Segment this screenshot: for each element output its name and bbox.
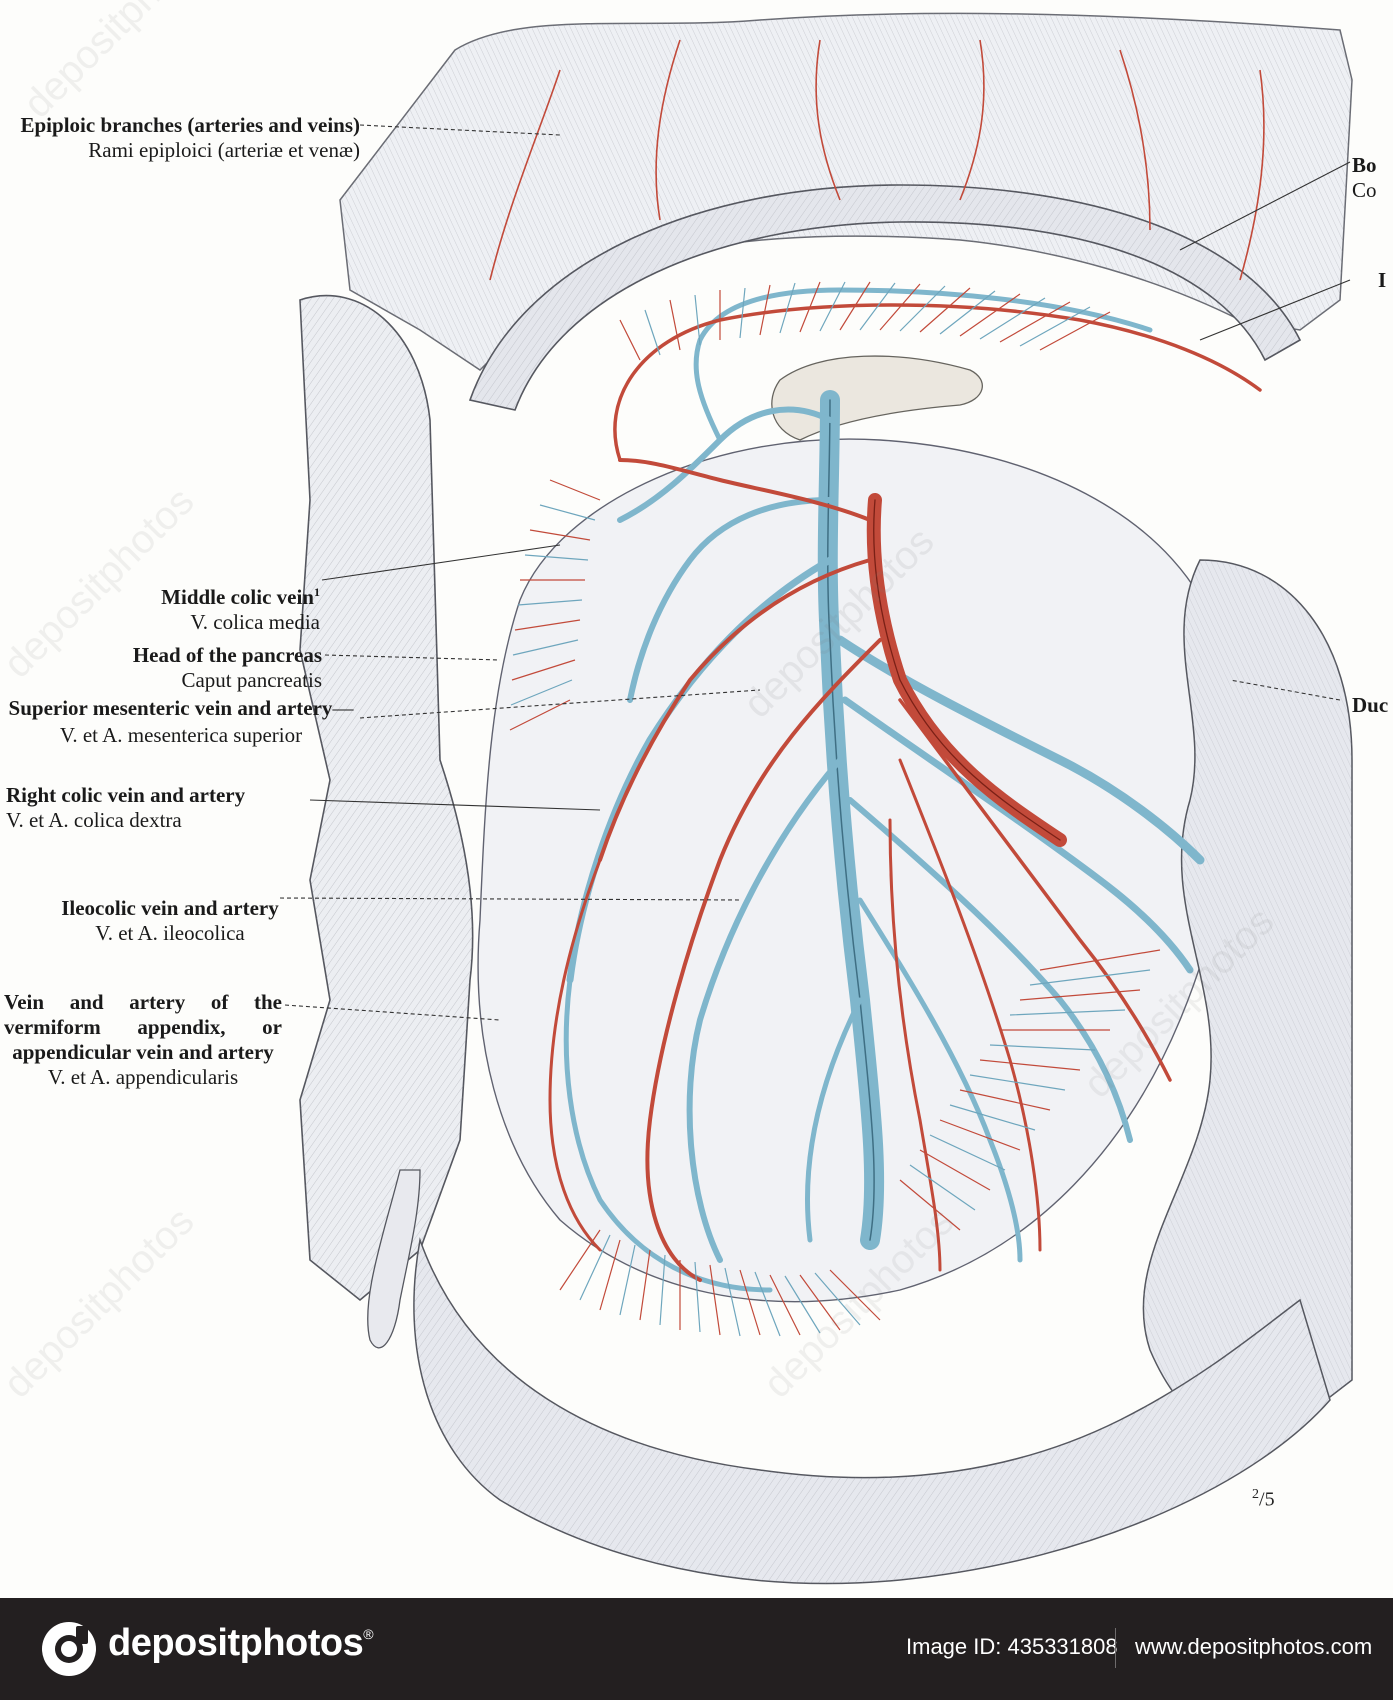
label-right-mid-line1: I (1378, 268, 1387, 292)
site-url[interactable]: www.depositphotos.com (1135, 1634, 1373, 1659)
leader-lines (279, 124, 1351, 1021)
label-epiploic-branches: Epiploic branches (arteries and veins) R… (20, 113, 361, 163)
label-epiploic-en: Epiploic branches (arteries and veins) (20, 113, 361, 137)
svg-text:depositphotos: depositphotos (15, 0, 222, 126)
anatomical-plate: depositphotos depositphotos depositphoto… (0, 0, 1389, 1585)
label-appendicular: Vein and artery of the vermiform appendi… (4, 990, 282, 1090)
epiploic-vessels (489, 39, 1265, 281)
label-right-colic-la: V. et A. colica dextra (6, 808, 182, 832)
label-sup-mes-la: —V. et A. mesenterica superior (59, 696, 354, 747)
scale-numerator: 2 (1252, 1487, 1259, 1502)
vermiform-appendix (367, 1169, 421, 1349)
mesentery (477, 438, 1235, 1303)
label-appendix-la: V. et A. appendicularis (47, 1065, 239, 1089)
scale-denominator: 5 (1264, 1488, 1275, 1511)
pancreas (771, 355, 983, 441)
artery-network (548, 303, 1262, 1282)
depositphotos-logo-icon (42, 1622, 96, 1676)
label-right-top-line1: Bo (1352, 153, 1377, 177)
label-middle-colic-la: V. colica media (190, 610, 320, 634)
label-appendix-en: Vein and artery of the vermiform appendi… (4, 990, 282, 1064)
label-right-colic-en: Right colic vein and artery (6, 783, 246, 807)
label-right-duo: Duc (1352, 693, 1388, 718)
label-ileocolic-la: V. et A. ileocolica (95, 921, 245, 945)
label-superior-mesenteric: Superior mesenteric vein and artery—V. e… (5, 696, 357, 750)
label-ileocolic: Ileocolic vein and artery V. et A. ileoc… (60, 896, 280, 946)
label-sup-mes-en: Superior mesenteric vein and artery (8, 696, 333, 720)
label-pancreas-la: Caput pancreatis (181, 668, 322, 692)
label-right-duo-line1: Duc (1352, 693, 1389, 717)
watermark-footer: depositphotos® Image ID: 435331808 www.d… (0, 1598, 1393, 1700)
scale-fraction: 2/5 (1252, 1487, 1275, 1511)
label-right-colic: Right colic vein and artery V. et A. col… (6, 783, 312, 833)
image-id: Image ID: 435331808 (906, 1634, 1118, 1659)
label-epiploic-la: Rami epiploici (arteriæ et venæ) (88, 138, 360, 162)
label-middle-colic-en: Middle colic vein1 (161, 585, 320, 609)
footer-divider (1115, 1628, 1116, 1668)
label-head-of-pancreas: Head of the pancreas Caput pancreatis (20, 643, 322, 693)
label-pancreas-en: Head of the pancreas (132, 643, 322, 667)
label-ileocolic-en: Ileocolic vein and artery (61, 896, 279, 920)
label-right-mid: I (1378, 268, 1386, 293)
vascular-arcades (509, 281, 1161, 1337)
footnote-marker: 1 (314, 585, 320, 599)
label-middle-colic-vein: Middle colic vein1 V. colica media (20, 580, 320, 635)
label-right-top-line2: Co (1352, 178, 1377, 202)
label-right-top: Bo Co (1352, 153, 1377, 203)
anatomy-illustration: depositphotos depositphotos depositphoto… (0, 0, 1353, 1585)
svg-text:depositphotos: depositphotos (0, 1199, 202, 1406)
brand-logo-text: depositphotos® (108, 1622, 374, 1664)
trademark-symbol: ® (363, 1626, 374, 1642)
